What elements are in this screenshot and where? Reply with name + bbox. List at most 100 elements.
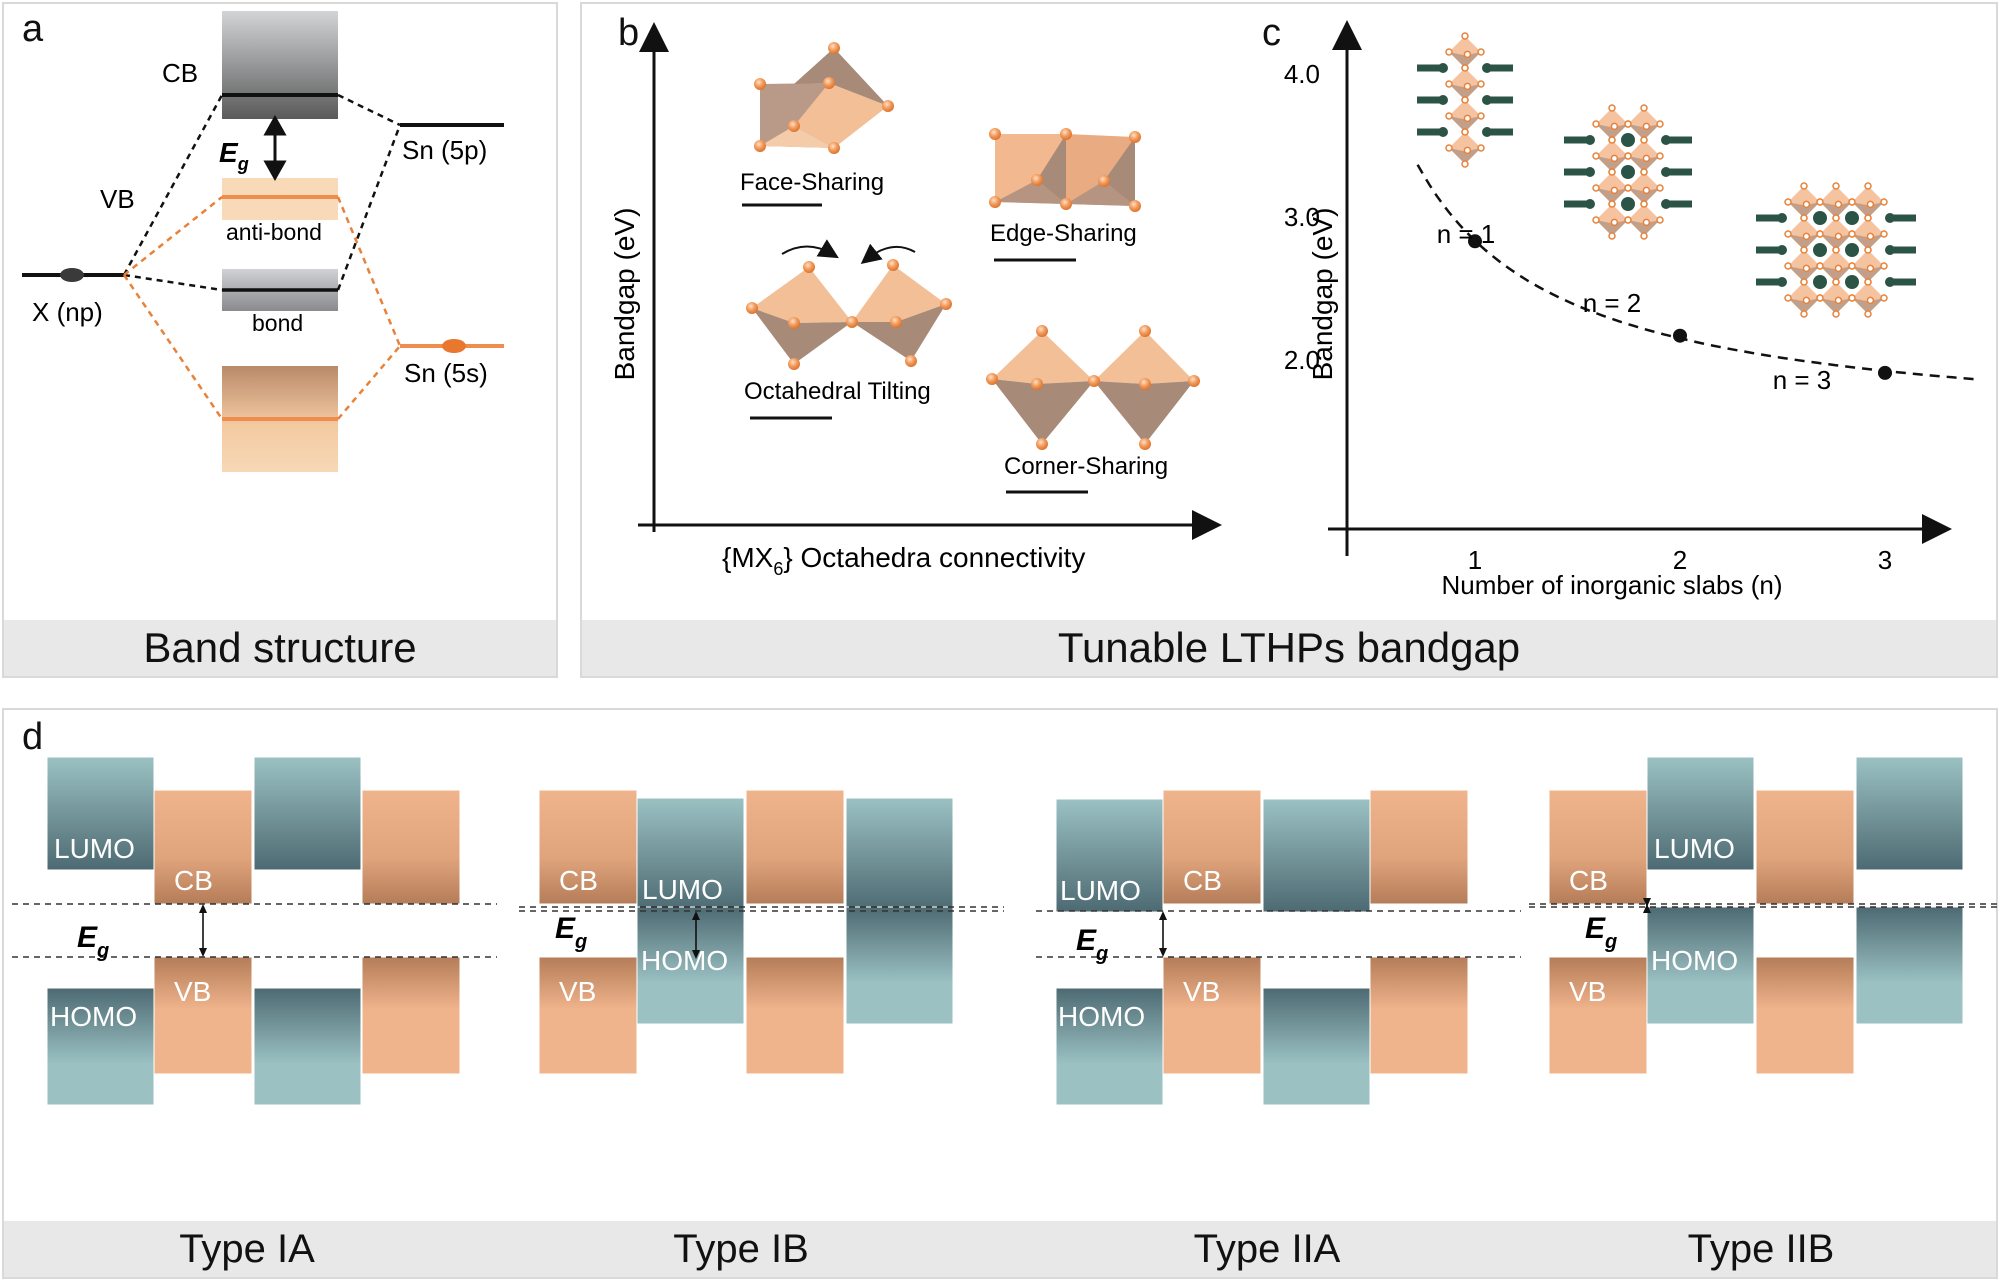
energy-band-block <box>745 956 845 1075</box>
homo-label: HOMO <box>1058 1001 1145 1032</box>
panel-label-c: c <box>1262 12 1281 54</box>
energy-band-block <box>1548 956 1648 1075</box>
n2-label: n = 2 <box>1583 288 1642 318</box>
sn5s-electron-dot <box>442 339 466 353</box>
panel-label-a: a <box>22 8 44 50</box>
c-xlabel: Number of inorganic slabs (n) <box>1441 570 1782 600</box>
panel-label-d: d <box>22 716 44 758</box>
edge-sharing-label: Edge-Sharing <box>990 220 1137 247</box>
corner-sharing-label: Corner-Sharing <box>1004 453 1168 480</box>
energy-band-block <box>1162 789 1262 905</box>
energy-band-block <box>1755 789 1855 905</box>
cb-label: CB <box>162 58 198 88</box>
energy-band-block <box>1162 956 1262 1075</box>
energy-band-block <box>361 956 461 1075</box>
eg-label: Eg <box>77 921 109 962</box>
vb-label: VB <box>1569 976 1606 1007</box>
n3-label: n = 3 <box>1773 365 1832 395</box>
cb-block <box>222 11 338 119</box>
layered-perovskite-illustrations <box>1417 32 1916 318</box>
homo-label: HOMO <box>50 1001 137 1032</box>
energy-band-block <box>46 756 155 871</box>
eg-double-arrow <box>263 114 287 182</box>
vb-label: VB <box>100 184 135 214</box>
energy-band-block <box>1755 956 1855 1075</box>
eg-label: Eg <box>555 912 587 953</box>
data-point <box>1468 234 1482 249</box>
type-label-type-iia: Type IIA <box>1193 1227 1341 1271</box>
band-alignment-type-iib: Eg LUMO CB VB HOMO <box>1529 756 2000 1075</box>
eg-label: Eg <box>1585 912 1617 953</box>
eg-label: Eg <box>219 137 249 174</box>
energy-band-block <box>845 906 954 1025</box>
energy-band-block <box>1262 798 1371 913</box>
connectivity-diagram: Bandgap (eV) {MX6} Octahedra connectivit… <box>609 22 1222 579</box>
energy-band-block <box>745 789 845 905</box>
band-alignment-footer: Type IA Type IB Type IIA Type IIB <box>4 1221 1996 1277</box>
cb-label: CB <box>1183 865 1222 896</box>
energy-band-block <box>845 797 954 912</box>
black-dashed-connectors <box>122 93 402 292</box>
energy-band-block <box>636 906 745 1025</box>
x-np-label: X (np) <box>32 297 103 327</box>
energy-band-block <box>46 987 155 1106</box>
anti-bond-label: anti-bond <box>226 219 322 245</box>
y-tick-label: 2.0 <box>1284 345 1320 375</box>
eg-arrow <box>692 911 700 959</box>
homo-label: HOMO <box>1651 945 1738 976</box>
corner-sharing-octahedra <box>986 325 1200 450</box>
type-label-type-ib: Type IB <box>673 1227 809 1271</box>
homo-label: HOMO <box>641 945 728 976</box>
x-tick-label: 3 <box>1878 545 1892 575</box>
energy-band-block <box>1055 987 1164 1106</box>
c-ylabel: Bandgap (eV) <box>1307 208 1338 381</box>
energy-band-block <box>1855 906 1964 1025</box>
panel-label-b: b <box>618 12 640 54</box>
lumo-label: LUMO <box>1654 833 1735 864</box>
y-tick-label: 3.0 <box>1284 202 1320 232</box>
x-tick-label: 1 <box>1468 545 1482 575</box>
cb-label: CB <box>1569 865 1608 896</box>
orange-dashed-connectors <box>122 196 402 420</box>
octahedral-tilting-label: Octahedral Tilting <box>744 378 931 405</box>
tunable-bandgap-footer: Tunable LTHPs bandgap <box>582 620 1996 676</box>
face-sharing-octahedra <box>754 42 894 154</box>
panel-bc-tunable-bandgap: Bandgap (eV) {MX6} Octahedra connectivit… <box>580 2 1998 678</box>
x-np-electron-dot <box>60 268 84 282</box>
energy-band-block <box>636 797 745 912</box>
type-label-type-ia: Type IA <box>179 1227 315 1271</box>
energy-band-block <box>1055 798 1164 913</box>
octahedral-tilting-octahedra <box>746 239 952 370</box>
vb-label: VB <box>1183 976 1220 1007</box>
lumo-label: LUMO <box>642 874 723 905</box>
b-ylabel: Bandgap (eV) <box>609 208 640 381</box>
eg-arrow <box>1159 911 1167 957</box>
band-structure-footer: Band structure <box>4 620 556 676</box>
type-label-type-iib: Type IIB <box>1687 1227 1835 1271</box>
energy-band-block <box>1548 789 1648 905</box>
energy-band-block <box>1262 987 1371 1106</box>
energy-band-block <box>1855 756 1964 871</box>
bond-label: bond <box>252 310 303 336</box>
energy-band-block <box>538 956 638 1075</box>
energy-band-block <box>538 789 638 905</box>
x-tick-label: 2 <box>1673 545 1687 575</box>
energy-band-block <box>361 789 461 905</box>
energy-band-block <box>253 987 362 1106</box>
trend-dashed-line <box>1416 164 1978 381</box>
bandgap-vs-n-chart: Bandgap (eV) Number of inorganic slabs (… <box>1284 20 1978 600</box>
cb-label: CB <box>174 865 213 896</box>
data-point <box>1673 328 1687 343</box>
b-xlabel: {MX6} Octahedra connectivity <box>722 542 1085 579</box>
energy-band-block <box>153 789 253 905</box>
energy-band-block <box>1646 906 1755 1025</box>
eg-label: Eg <box>1076 924 1108 965</box>
n1-label: n = 1 <box>1437 219 1496 249</box>
edge-sharing-octahedra <box>989 128 1141 212</box>
vb-label: VB <box>559 976 596 1007</box>
energy-band-block <box>1369 956 1469 1075</box>
sn5s-label: Sn (5s) <box>404 358 488 388</box>
